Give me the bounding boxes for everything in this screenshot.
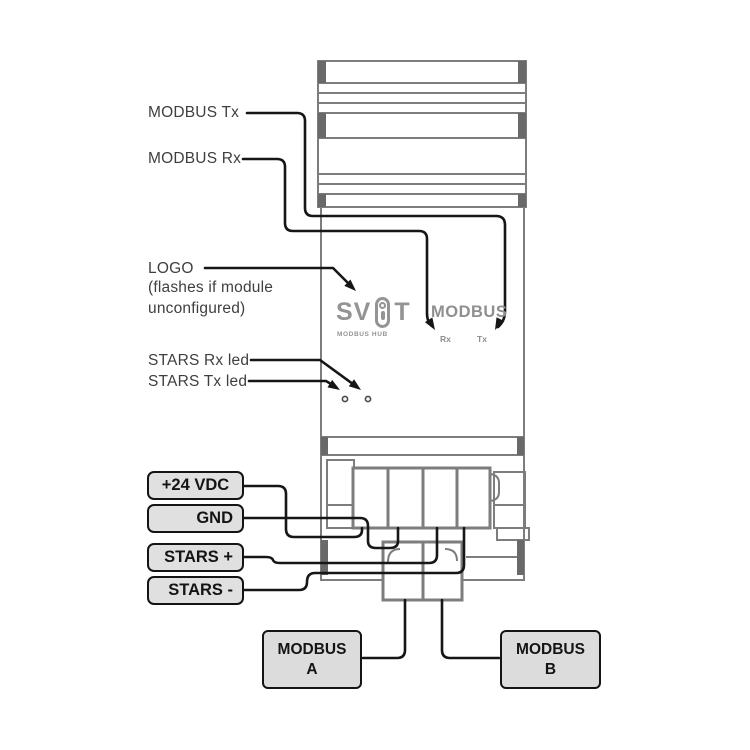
arrow-tx-led — [495, 317, 505, 330]
label-modbus-rx: MODBUS Rx — [148, 150, 242, 167]
module-dark-bars — [318, 61, 526, 575]
wire-gnd — [242, 516, 400, 550]
terminal-end-bump — [489, 473, 500, 502]
bus-b-line1: MODBUS — [516, 641, 585, 659]
wire-stars-plus — [242, 526, 439, 565]
bus-a-line2: A — [306, 660, 318, 678]
module-shoulder — [320, 436, 525, 456]
terminal-block — [351, 466, 492, 530]
logo-pill-icon — [375, 297, 391, 328]
silkscreen-modbus: MODBUS — [431, 303, 508, 321]
label-stars-rx-led: STARS Rx led — [148, 352, 250, 369]
logo-text-sv: SV — [336, 298, 372, 326]
bus-connector — [381, 540, 464, 602]
right-latch-detail-2 — [493, 504, 526, 529]
label-logo-note-2: unconfigured) — [148, 300, 246, 317]
logo-text-t: T — [394, 298, 411, 326]
silkscreen-tx: Tx — [477, 334, 487, 344]
logo-subtitle: MODBUS HUB — [337, 331, 388, 338]
wire-stars-minus — [242, 526, 466, 592]
logo-ring-icon — [379, 302, 387, 309]
terminal-box-stars-plus: STARS + — [147, 543, 244, 572]
leader-modbus-tx — [245, 111, 507, 329]
right-latch-tab — [496, 527, 530, 541]
leader-modbus-rx — [241, 157, 434, 328]
stars-leds — [341, 395, 372, 403]
left-latch-detail — [326, 459, 355, 506]
bus-box-modbus-a: MODBUS A — [262, 630, 362, 689]
bus-box-modbus-b: MODBUS B — [500, 630, 601, 689]
logo-bar-icon — [381, 311, 385, 320]
device-logo: SV T — [336, 297, 411, 328]
left-latch-detail-2 — [326, 504, 355, 529]
vent-slats — [318, 82, 526, 195]
arrow-stars-tx — [327, 379, 340, 390]
arrowheads — [327, 279, 505, 390]
terminal-box-gnd: GND — [147, 504, 244, 533]
bus-b-line2: B — [544, 660, 557, 678]
label-logo-note-1: (flashes if module — [148, 279, 274, 296]
wire-modbus-b — [440, 598, 501, 660]
label-logo: LOGO — [148, 260, 194, 277]
leader-logo — [203, 266, 354, 289]
arrow-logo — [344, 279, 356, 291]
silkscreen-rx: Rx — [440, 334, 451, 344]
terminal-box-24vdc: +24 VDC — [147, 471, 244, 500]
arrow-rx-led — [424, 317, 435, 330]
terminal-box-stars-minus: STARS - — [147, 576, 244, 605]
leader-stars-rx-led — [249, 358, 359, 389]
stars-tx-led-dot — [341, 395, 349, 403]
leader-stars-tx-led — [247, 379, 338, 389]
arrow-stars-rx — [348, 379, 361, 390]
label-stars-tx-led: STARS Tx led — [148, 373, 248, 390]
stars-rx-led-dot — [364, 395, 372, 403]
wire-24vdc — [242, 484, 364, 539]
wire-modbus-a — [361, 598, 407, 660]
bus-a-line1: MODBUS — [277, 641, 347, 659]
label-modbus-tx: MODBUS Tx — [148, 104, 240, 121]
